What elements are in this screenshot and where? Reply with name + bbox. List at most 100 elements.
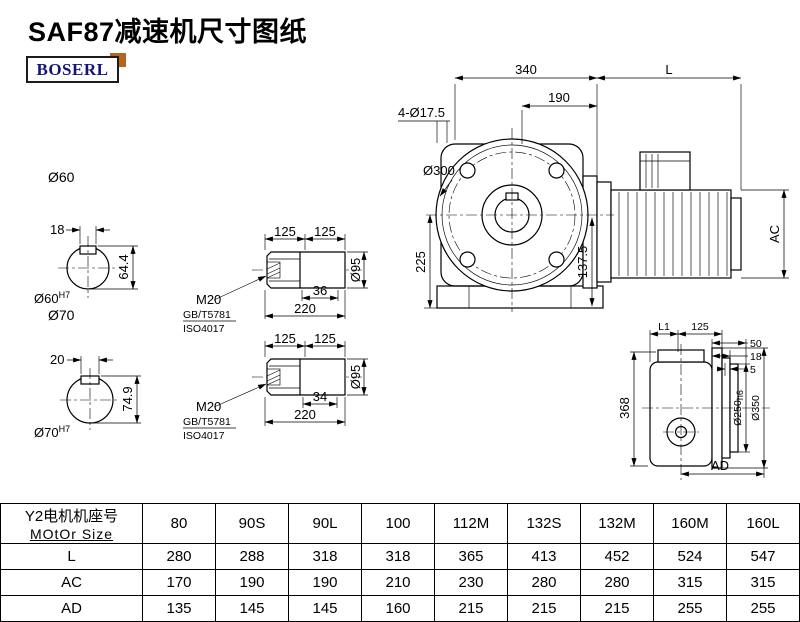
dim-225: 225	[413, 251, 428, 273]
dim-340: 340	[515, 62, 537, 77]
label-std-iso-bottom: ISO4017	[183, 430, 225, 442]
cell: 280	[580, 569, 654, 596]
dim-125-bottom-a: 125	[274, 331, 296, 346]
cell: 190	[215, 569, 289, 596]
dim-total-len-bottom: 220	[294, 407, 316, 422]
label-flange-dia: Ø300	[423, 163, 455, 178]
label-thread-bottom: M20	[196, 399, 221, 414]
label-fit-60: Ø60H7	[34, 290, 70, 306]
shaft-end-bottom-body	[266, 358, 346, 396]
dim-AD: AD	[711, 458, 729, 473]
dim-137: 137.5	[575, 246, 590, 279]
dim-125-side: 125	[691, 321, 709, 333]
shaft-section-70-view: Ø70 20 74.9 Ø70H7	[34, 307, 141, 440]
dim-190: 190	[548, 90, 570, 105]
cell: 210	[361, 569, 435, 596]
table-row-AD: AD 135 145 145 160 215 215 215 255 255	[0, 595, 800, 622]
cell: 280	[142, 543, 216, 570]
cell: 452	[580, 543, 654, 570]
bolt-hole	[459, 251, 476, 268]
row-label: AC	[0, 569, 143, 596]
table-row-L: L 280 288 318 318 365 413 452 524 547	[0, 543, 800, 570]
cell: 190	[288, 569, 362, 596]
dim-total-len-top: 220	[294, 301, 316, 316]
brand-logo-text: BOSERL	[36, 59, 109, 79]
label-thread-top: M20	[196, 292, 221, 307]
cell: 365	[434, 543, 508, 570]
cell: 547	[726, 543, 800, 570]
col-header: 132S	[507, 503, 581, 544]
dim-AC: AC	[767, 225, 782, 243]
cell: 145	[288, 595, 362, 622]
thread-hole-bottom	[266, 368, 281, 386]
cell: 315	[653, 569, 727, 596]
cell: 280	[507, 569, 581, 596]
motor-size-table: Y2电机机座号 MOtOr Size 80 90S 90L 100 112M 1…	[0, 503, 800, 622]
dim-key-width-70: 20	[50, 352, 64, 367]
label-fit-70: Ø70H7	[34, 424, 70, 440]
cell: 215	[434, 595, 508, 622]
dim-368: 368	[617, 397, 632, 419]
dim-dia-95-top: Ø95	[348, 258, 363, 283]
motor-fins	[618, 192, 728, 276]
cell: 160	[361, 595, 435, 622]
cell: 315	[726, 569, 800, 596]
terminal-box	[639, 151, 691, 191]
col-header: 100	[361, 503, 435, 544]
motor-body	[610, 189, 732, 279]
col-header: 80	[142, 503, 216, 544]
col-header: 112M	[434, 503, 508, 544]
shaft-end-top-body	[266, 251, 346, 289]
technical-drawing: Ø60 18 64.4 Ø60H7 Ø70	[34, 62, 789, 480]
dim-18-side: 18	[750, 351, 762, 363]
shaft-end-top-view: 125 125 M20 GB/T5781 ISO4017 36 220 Ø95	[183, 224, 368, 335]
col-header: 90L	[288, 503, 362, 544]
cell: 215	[580, 595, 654, 622]
cell: 413	[507, 543, 581, 570]
label-flange-dia-side: Ø350	[750, 395, 762, 421]
dim-height-70: 74.9	[120, 386, 135, 411]
dim-L: L	[665, 62, 672, 77]
col-header: 160L	[726, 503, 800, 544]
cell: 255	[726, 595, 800, 622]
label-dia-70: Ø70	[48, 307, 75, 323]
dim-125-bottom-b: 125	[314, 331, 336, 346]
cell: 145	[215, 595, 289, 622]
label-std-iso-top: ISO4017	[183, 323, 225, 335]
col-header: 132M	[580, 503, 654, 544]
col-header: 160M	[653, 503, 727, 544]
dim-dia-95-bottom: Ø95	[348, 365, 363, 390]
thread-hole-top	[266, 261, 281, 279]
cell: 288	[215, 543, 289, 570]
page-title: SAF87减速机尺寸图纸	[28, 17, 308, 47]
dim-key-len-bottom: 34	[313, 389, 327, 404]
side-view: L1 125 50 18 5 368	[617, 321, 770, 480]
dim-height-60: 64.4	[116, 254, 131, 279]
table-header-motor-size: Y2电机机座号 MOtOr Size	[0, 503, 143, 544]
cell: 318	[288, 543, 362, 570]
cell: 170	[142, 569, 216, 596]
dim-125-top-a: 125	[274, 224, 296, 239]
label-dia-60: Ø60	[48, 169, 75, 185]
label-spigot-dia: Ø250h6	[732, 390, 745, 426]
brand-logo: BOSERL	[26, 56, 119, 83]
cell: 318	[361, 543, 435, 570]
shaft-end-bottom-view: 125 125 M20 GB/T5781 ISO4017 34 220 Ø95	[183, 331, 368, 442]
dim-key-width-60: 18	[50, 222, 64, 237]
label-bolt-holes: 4-Ø17.5	[398, 105, 445, 120]
cell: 215	[507, 595, 581, 622]
bolt-hole	[459, 162, 476, 179]
table-header-en: MOtOr Size	[29, 526, 114, 542]
label-std-gb-top: GB/T5781	[183, 309, 231, 321]
table-row-AC: AC 170 190 190 210 230 280 280 315 315	[0, 569, 800, 596]
motor-end-cap	[730, 197, 742, 271]
dim-5: 5	[750, 364, 756, 376]
cell: 255	[653, 595, 727, 622]
bolt-hole	[548, 251, 565, 268]
table-header-cn: Y2电机机座号	[24, 508, 119, 525]
cell: 524	[653, 543, 727, 570]
row-label: AD	[0, 595, 143, 622]
cell: 135	[142, 595, 216, 622]
front-view: 340 L 190 4-Ø17.5 Ø300 225 137.5 AC	[398, 62, 789, 312]
